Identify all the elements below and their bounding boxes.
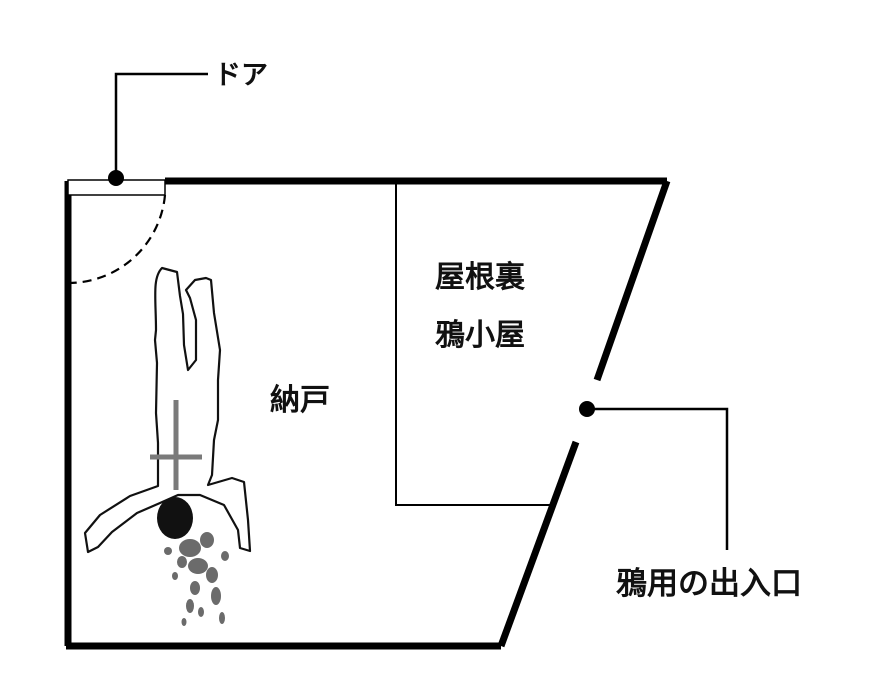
crow-entrance-marker-dot [579, 401, 595, 417]
outer-walls [64, 177, 671, 650]
body-outline-figure [83, 266, 252, 626]
crow-entrance-leader-line [587, 407, 729, 550]
crow-entrance-callout [579, 401, 729, 550]
storeroom-label: 納戸 [270, 383, 330, 418]
attic-label: 屋根裏 [435, 260, 526, 295]
head [157, 497, 193, 539]
door-marker-dot [108, 170, 124, 186]
door-label: ドア [214, 60, 268, 91]
blood-stains [164, 532, 229, 626]
door-swing-arc [67, 194, 167, 285]
crow-entrance-label: 鴉用の出入口 [616, 566, 802, 602]
attic-partition [395, 183, 550, 506]
cross-mark [150, 400, 202, 490]
door [67, 179, 167, 285]
wall-right-lower [497, 440, 580, 648]
crow-house-label: 鴉小屋 [435, 318, 525, 353]
wall-right-upper [593, 179, 671, 382]
door-callout [108, 72, 208, 186]
body-outline [83, 266, 252, 554]
door-leader-line [114, 72, 208, 178]
